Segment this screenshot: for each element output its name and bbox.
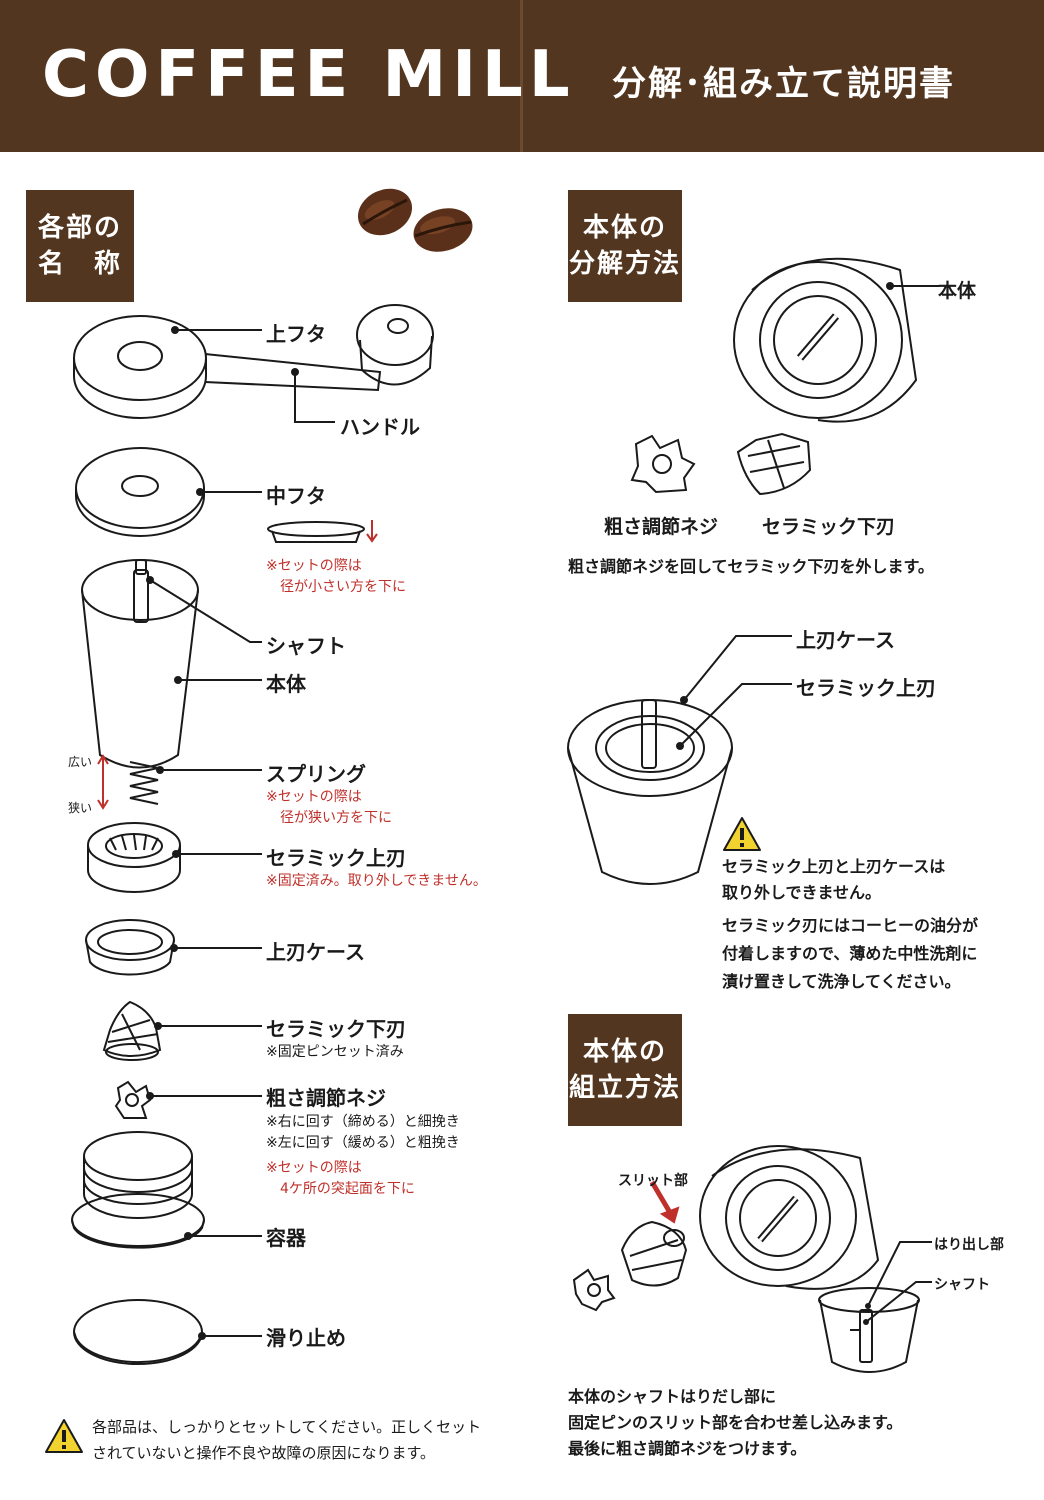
assembly-instructions: 本体のシャフトはりだし部に 固定ピンのスリット部を合わせ差し込みます。 最後に粗… bbox=[568, 1384, 902, 1462]
label-anti-slip: 滑り止め bbox=[266, 1326, 346, 1350]
anti-slip-illustration bbox=[73, 1299, 203, 1365]
assembly-section-title: 本体の 組立方法 bbox=[568, 1014, 682, 1126]
lower-blade-assembly-illustration bbox=[620, 1220, 688, 1287]
note-middle-lid-2: 径が小さい方を下に bbox=[266, 579, 406, 595]
label-blade-case: 上刃ケース bbox=[266, 940, 365, 964]
warning-icon bbox=[723, 817, 761, 851]
assembly-line2: 固定ピンのスリット部を合わせ差し込みます。 bbox=[568, 1413, 903, 1432]
cleaning-instructions: セラミック刃にはコーヒーの油分が 付着しますので、薄めた中性洗剤に 漬け置きして… bbox=[722, 912, 978, 996]
disassembly-title-line1: 本体の bbox=[582, 213, 667, 243]
lower-blade-illustration bbox=[102, 1000, 162, 1061]
note-spring-1: ※セットの際は bbox=[266, 789, 362, 805]
slit-label: スリット部 bbox=[618, 1173, 688, 1189]
disassembly-warning: セラミック上刃と上刃ケースは 取り外しできません。 bbox=[722, 854, 945, 906]
shaft-detail-illustration bbox=[818, 1287, 920, 1373]
body-assembly-illustration bbox=[699, 1145, 880, 1290]
page-subtitle: 分解･組み立て説明書 bbox=[612, 64, 955, 104]
cleaning-line3: 漬け置きして洗浄してください。 bbox=[722, 972, 961, 991]
down-arrow-icon bbox=[366, 520, 378, 543]
header-divider bbox=[520, 0, 523, 152]
label-upper-blade: セラミック上刃 bbox=[266, 846, 406, 870]
upper-blade-case-diagram bbox=[567, 635, 792, 885]
assembly-title-line1: 本体の bbox=[582, 1037, 667, 1067]
label-spring: スプリング bbox=[266, 762, 366, 786]
blade-case-illustration bbox=[85, 919, 175, 976]
label-handle: ハンドル bbox=[340, 415, 420, 439]
coffee-bean-icon bbox=[357, 188, 413, 236]
parts-title-line2: 名 称 bbox=[37, 249, 122, 279]
cleaning-line1: セラミック刃にはコーヒーの油分が bbox=[722, 916, 979, 935]
assembly-shaft-label: シャフト bbox=[934, 1277, 990, 1293]
note-nut-2: ※左に回す（緩める）と粗挽き bbox=[266, 1135, 460, 1151]
disassembly-instruction: 粗さ調節ネジを回してセラミック下刃を外します。 bbox=[568, 557, 934, 576]
assembly-title-line2: 組立方法 bbox=[568, 1073, 681, 1103]
assembly-line3: 最後に粗さ調節ネジをつけます。 bbox=[568, 1439, 807, 1458]
body-side-view-illustration bbox=[567, 699, 733, 885]
label-shaft: シャフト bbox=[266, 634, 346, 658]
nut-assembly-illustration bbox=[572, 1268, 616, 1312]
note-nut-1: ※右に回す（締める）と細挽き bbox=[266, 1114, 460, 1130]
note-nut-red-2: 4ケ所の突起面を下に bbox=[266, 1181, 415, 1197]
spring-wide-label: 広い bbox=[68, 755, 93, 769]
disassembly-body-label: 本体 bbox=[938, 280, 977, 302]
parts-warning-line2: されていないと操作不良や故障の原因になります。 bbox=[92, 1444, 436, 1462]
disassembly-warning-line1: セラミック上刃と上刃ケースは bbox=[722, 857, 946, 876]
upper-blade-illustration bbox=[87, 822, 181, 893]
assembly-diagram bbox=[572, 1145, 932, 1373]
nut-illustration bbox=[630, 434, 696, 494]
disassembly-lower-blade-label: セラミック下刃 bbox=[762, 516, 896, 538]
parts-warning-line1: 各部品は、しっかりとセットしてください。正しくセット bbox=[92, 1418, 482, 1436]
spring-narrow-label: 狭い bbox=[68, 801, 93, 815]
coffee-beans-illustration bbox=[357, 188, 473, 252]
note-middle-lid-1: ※セットの際は bbox=[266, 558, 362, 574]
disassembly-title-line2: 分解方法 bbox=[568, 249, 681, 279]
note-spring-2: 径が狭い方を下に bbox=[266, 810, 392, 826]
label-top-lid: 上フタ bbox=[266, 322, 326, 346]
label-container: 容器 bbox=[266, 1226, 306, 1250]
main-body-illustration bbox=[81, 559, 199, 769]
cleaning-line2: 付着しますので、薄めた中性洗剤に bbox=[722, 944, 978, 963]
body-top-view-illustration bbox=[733, 257, 918, 423]
spring-illustration bbox=[97, 754, 159, 810]
lower-blade-side-illustration bbox=[736, 432, 812, 496]
parts-warning-text: 各部品は、しっかりとセットしてください。正しくセット されていないと操作不良や故… bbox=[92, 1414, 481, 1466]
upper-blade-label: セラミック上刃 bbox=[796, 676, 936, 700]
adjustment-nut-illustration bbox=[114, 1080, 152, 1119]
parts-section-title: 各部の 名 称 bbox=[26, 190, 134, 302]
protrusion-label: はり出し部 bbox=[934, 1237, 1004, 1253]
disassembly-warning-line2: 取り外しできません。 bbox=[722, 883, 882, 902]
label-middle-lid: 中フタ bbox=[266, 484, 326, 508]
parts-title-line1: 各部の bbox=[37, 213, 122, 243]
disassembly-diagram bbox=[630, 257, 940, 496]
label-body: 本体 bbox=[266, 672, 306, 696]
assembly-line1: 本体のシャフトはりだし部に bbox=[568, 1387, 777, 1406]
middle-lid-illustration bbox=[75, 447, 365, 543]
label-lower-blade: セラミック下刃 bbox=[266, 1017, 406, 1041]
top-lid-illustration bbox=[73, 304, 434, 419]
disassembly-section-title: 本体の 分解方法 bbox=[568, 190, 682, 302]
disassembly-nut-label: 粗さ調節ネジ bbox=[604, 516, 719, 538]
note-upper-blade: ※固定済み。取り外しできません。 bbox=[266, 873, 487, 889]
coffee-bean-icon bbox=[413, 208, 473, 252]
note-nut-red-1: ※セットの際は bbox=[266, 1160, 362, 1176]
note-lower-blade: ※固定ピンセット済み bbox=[266, 1044, 404, 1060]
label-adjustment-nut: 粗さ調節ネジ bbox=[266, 1086, 386, 1110]
parts-diagram bbox=[71, 304, 434, 1365]
upper-case-label: 上刃ケース bbox=[796, 628, 895, 652]
container-illustration bbox=[71, 1131, 205, 1249]
warning-icon bbox=[45, 1419, 83, 1453]
page-title: COFFEE MILL bbox=[42, 38, 576, 112]
